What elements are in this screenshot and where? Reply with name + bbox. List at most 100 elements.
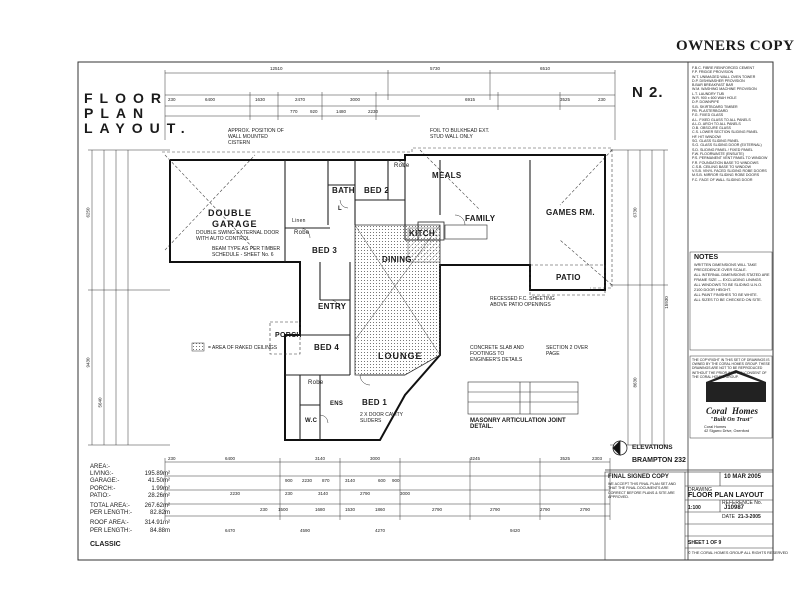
dim-right-3: 8630: [632, 377, 638, 388]
room-label-bed1: BED 1: [362, 398, 388, 407]
room-label-kitch: KITCH.: [409, 229, 438, 238]
dim-bottom-4-8: 1860: [375, 507, 386, 512]
reference-value: J10987: [724, 505, 745, 511]
dim-top-overall-1: 12510: [270, 66, 283, 71]
breakfast-bar: [444, 224, 488, 240]
plan-note-foil: FOIL TO BULKHEAD EXT. STUD WALL ONLY: [430, 128, 490, 140]
room-label-family: FAMILY: [465, 214, 496, 223]
room-label-double: DOUBLE: [208, 208, 252, 218]
owners-copy-label: OWNERS COPY: [676, 38, 795, 54]
patio-outline: [529, 264, 606, 296]
dim-bottom-4-12: 2790: [540, 507, 551, 512]
left-dimension-lines: [88, 149, 170, 446]
dim-bottom-overall-1: 6470: [225, 528, 236, 533]
house-design-name: BRAMPTON 232: [632, 457, 686, 464]
dim-top-row3-1: 770: [290, 109, 298, 114]
dim-bottom-1-2: 6400: [225, 456, 236, 461]
dim-left-1: 6250: [85, 207, 91, 218]
date-label: DATE: [722, 514, 735, 520]
dim-bottom-overall-4: 9420: [510, 528, 521, 533]
room-label-linen: Linen: [292, 218, 306, 224]
dim-bottom-4-13: 2790: [580, 507, 591, 512]
dim-bottom-4-9: 2790: [432, 507, 443, 512]
plan-note-section: SECTION 2 OVER PAGE: [546, 345, 588, 357]
dim-top-row3-2: 920: [310, 109, 318, 114]
masonry-title: MASONRY ARTICULATION JOINT DETAIL.: [470, 418, 566, 430]
dim-bottom-2-3: 2230: [302, 478, 313, 483]
dim-bottom-4-1: 230: [260, 507, 268, 512]
dim-bottom-1-11: 2303: [592, 456, 603, 461]
areas-block: AREA:- LIVING:-195.89m² GARAGE:-41.50m² …: [90, 464, 170, 535]
dim-top-row2-13: 230: [598, 97, 606, 102]
bottom-dimension-lines: [164, 458, 611, 520]
kitchen-bench: [417, 221, 445, 241]
roof-per-length: PER LENGTH:-84.88m: [90, 527, 170, 534]
room-label-robe1: Robe: [394, 163, 410, 169]
plan-note-cavity: 2 X DOOR CAVITY SLIDERS: [360, 412, 403, 424]
dim-bottom-1-10: 3525: [560, 456, 571, 461]
room-label-garage: GARAGE: [212, 219, 258, 229]
dim-top-overall-2: 5730: [430, 66, 441, 71]
date-value: 21-3-2005: [738, 514, 761, 520]
elevations-label: ELEVATIONS: [632, 444, 673, 451]
room-label-robe3: Robe: [308, 380, 324, 386]
internal-walls: [284, 160, 531, 440]
dim-top-row2-12: 3525: [560, 97, 571, 102]
room-label-bed3: BED 3: [312, 246, 338, 255]
room-label-entry: ENTRY: [318, 302, 347, 311]
plan-note-fc-sheeting: RECESSED F.C. SHEETING ABOVE PATIO OPENI…: [490, 296, 555, 308]
notes-box: [689, 251, 773, 351]
room-label-robe2: Robe: [294, 230, 310, 236]
dim-left-2: 9430: [85, 357, 91, 368]
drawing-label: DRAWING: [688, 487, 712, 493]
drawing-value: FLOOR PLAN LAYOUT: [688, 492, 764, 499]
dim-bottom-overall-3: 4270: [375, 528, 386, 533]
area-total: TOTAL AREA:-267.62m²: [90, 503, 170, 510]
dim-bottom-4-6: 1530: [345, 507, 356, 512]
area-per-length: PER LENGTH:-82.82m: [90, 510, 170, 517]
dim-bottom-2-7: 900: [392, 478, 400, 483]
dim-top-overall-3: 6510: [540, 66, 551, 71]
classic-label: CLASSIC: [90, 541, 121, 548]
dim-top-row3-6: 2230: [368, 109, 379, 114]
company-name-2: Homes: [732, 406, 758, 416]
dim-bottom-4-2: 1500: [278, 507, 289, 512]
notes-body: WRITTEN DIMENSIONS WILL TAKE PRECEDENCE …: [694, 263, 770, 302]
dim-bottom-3-4: 2790: [360, 491, 371, 496]
dim-bottom-overall-2: 4590: [300, 528, 311, 533]
room-label-lounge: LOUNGE: [378, 351, 423, 361]
room-label-bed4: BED 4: [314, 343, 340, 352]
dim-top-row2-6: 2470: [295, 97, 306, 102]
company-name-1: Coral: [706, 406, 728, 416]
copyright-box: [689, 355, 773, 439]
final-signed-copy: FINAL SIGNED COPY: [608, 474, 669, 480]
dim-bottom-3-1: 2230: [230, 491, 241, 496]
right-dimension-lines: [610, 149, 668, 446]
raked-legend-swatch: [191, 342, 205, 352]
dim-bottom-3-5: 3000: [400, 491, 411, 496]
dim-bottom-4-4: 1680: [315, 507, 326, 512]
coral-homes-logo: [706, 370, 766, 402]
dim-bottom-1-4: 3140: [315, 456, 326, 461]
title-line-3: LAYOUT.: [84, 120, 192, 136]
dim-top-row3-4: 1480: [336, 109, 347, 114]
room-label-ldy: L: [338, 206, 342, 212]
dim-bottom-1-6: 3000: [370, 456, 381, 461]
dim-bottom-1-8: 3245: [470, 456, 481, 461]
dim-bottom-2-5: 3140: [345, 478, 356, 483]
room-label-ens: ENS: [330, 401, 344, 407]
company-tagline: "Built On Trust": [710, 417, 753, 423]
final-signed-body: WE ACCEPT THIS FINAL PLAN SET AND THAT T…: [608, 482, 676, 499]
roof-area: ROOF AREA:-314.91m²: [90, 520, 170, 527]
dim-right-2: 6730: [632, 207, 638, 218]
title-line-1: FLOOR: [84, 90, 168, 106]
dim-bottom-2-4: 870: [322, 478, 330, 483]
reference-label: REFERENCE No.: [722, 500, 763, 506]
dim-bottom-3-3: 3140: [318, 491, 329, 496]
title-block-grid: [604, 471, 774, 561]
areas-label: AREA:-: [90, 464, 111, 470]
area-row: LIVING:-195.89m²: [90, 471, 170, 478]
stamp-date: 10 MAR 2005: [724, 474, 762, 480]
